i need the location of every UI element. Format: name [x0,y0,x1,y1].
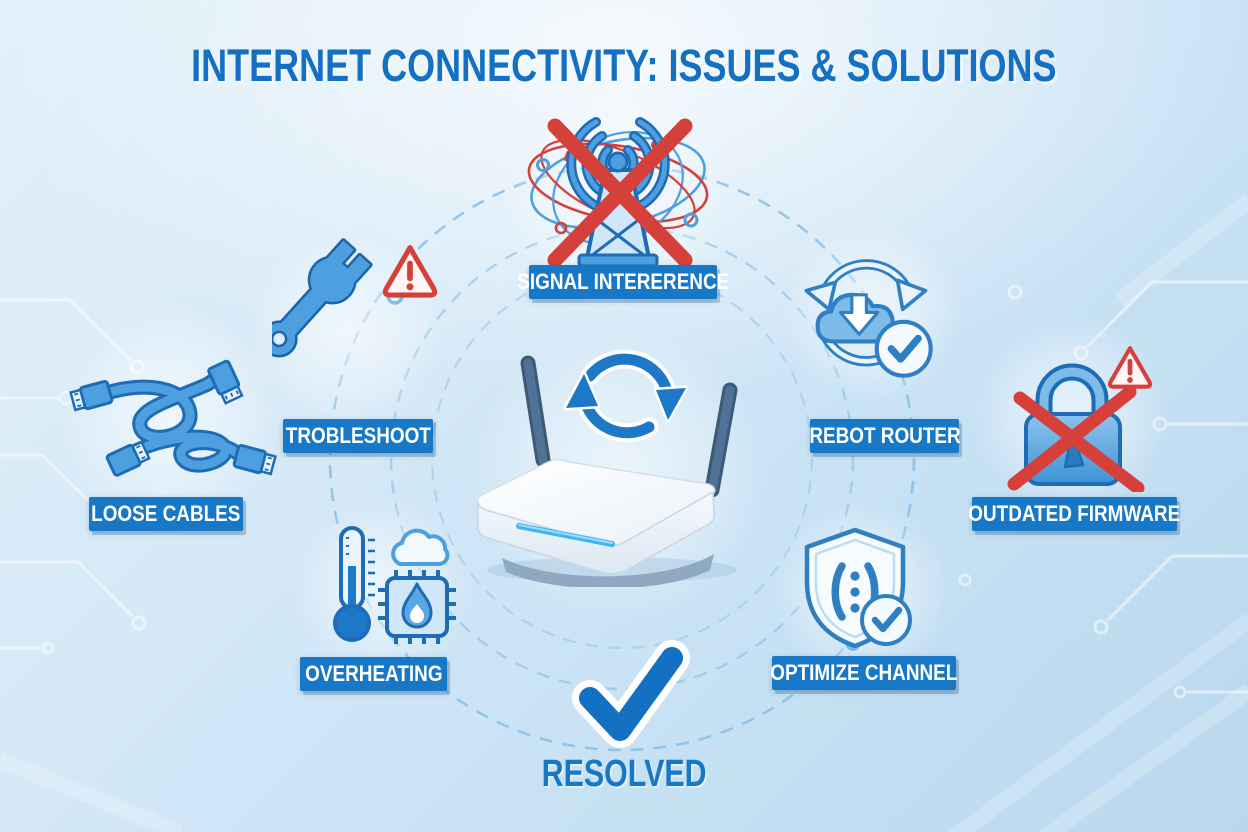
glow-cables [60,305,280,525]
tangled-cables-icon [69,359,277,477]
label-loose-cables: LOOSE CABLES [89,497,243,531]
label-optimize-channel: OPTIMIZE CHANNEL [770,656,958,690]
label-troubleshoot: TROBLESHOOT [283,419,433,453]
thermometer-icon [333,526,375,642]
label-signal-interference-text: SIGNAL INTERERENCE [517,269,730,294]
label-outdated-firmware: OUTDATED FIRMWARE [969,497,1180,531]
label-overheating: OVERHEATING [300,657,447,691]
label-signal-interference: SIGNAL INTERERENCE [517,265,729,299]
label-reboot-router-text: REBOT ROUTER [808,423,961,448]
wrench-icon [272,238,438,358]
router-icon [476,349,738,587]
padlock-crossed-icon [1007,346,1153,492]
radio-tower-crossed-icon [527,117,709,268]
warning-triangle-icon [382,245,438,298]
page-title-text: INTERNET CONNECTIVITY: ISSUES & SOLUTION… [191,40,1057,91]
label-overheating-text: OVERHEATING [304,661,443,686]
label-reboot-router: REBOT ROUTER [808,419,961,453]
overheating-icon [333,526,456,644]
cpu-flame-icon [378,570,456,644]
page-title: INTERNET CONNECTIVITY: ISSUES & SOLUTION… [0,40,1248,92]
label-optimize-channel-text: OPTIMIZE CHANNEL [770,660,958,685]
shield-signal-icon [804,527,912,649]
label-loose-cables-text: LOOSE CABLES [91,501,241,526]
refresh-arrows-icon [563,349,689,443]
smoke-cloud-icon [391,528,450,566]
label-troubleshoot-text: TROBLESHOOT [285,423,431,448]
cloud-download-refresh-icon [804,259,933,378]
resolved-label-text: RESOLVED [541,753,707,795]
resolved-check-icon [572,640,690,748]
label-outdated-firmware-text: OUTDATED FIRMWARE [968,501,1181,526]
warning-triangle-icon [1107,346,1153,389]
resolved-label: RESOLVED [0,753,1248,796]
